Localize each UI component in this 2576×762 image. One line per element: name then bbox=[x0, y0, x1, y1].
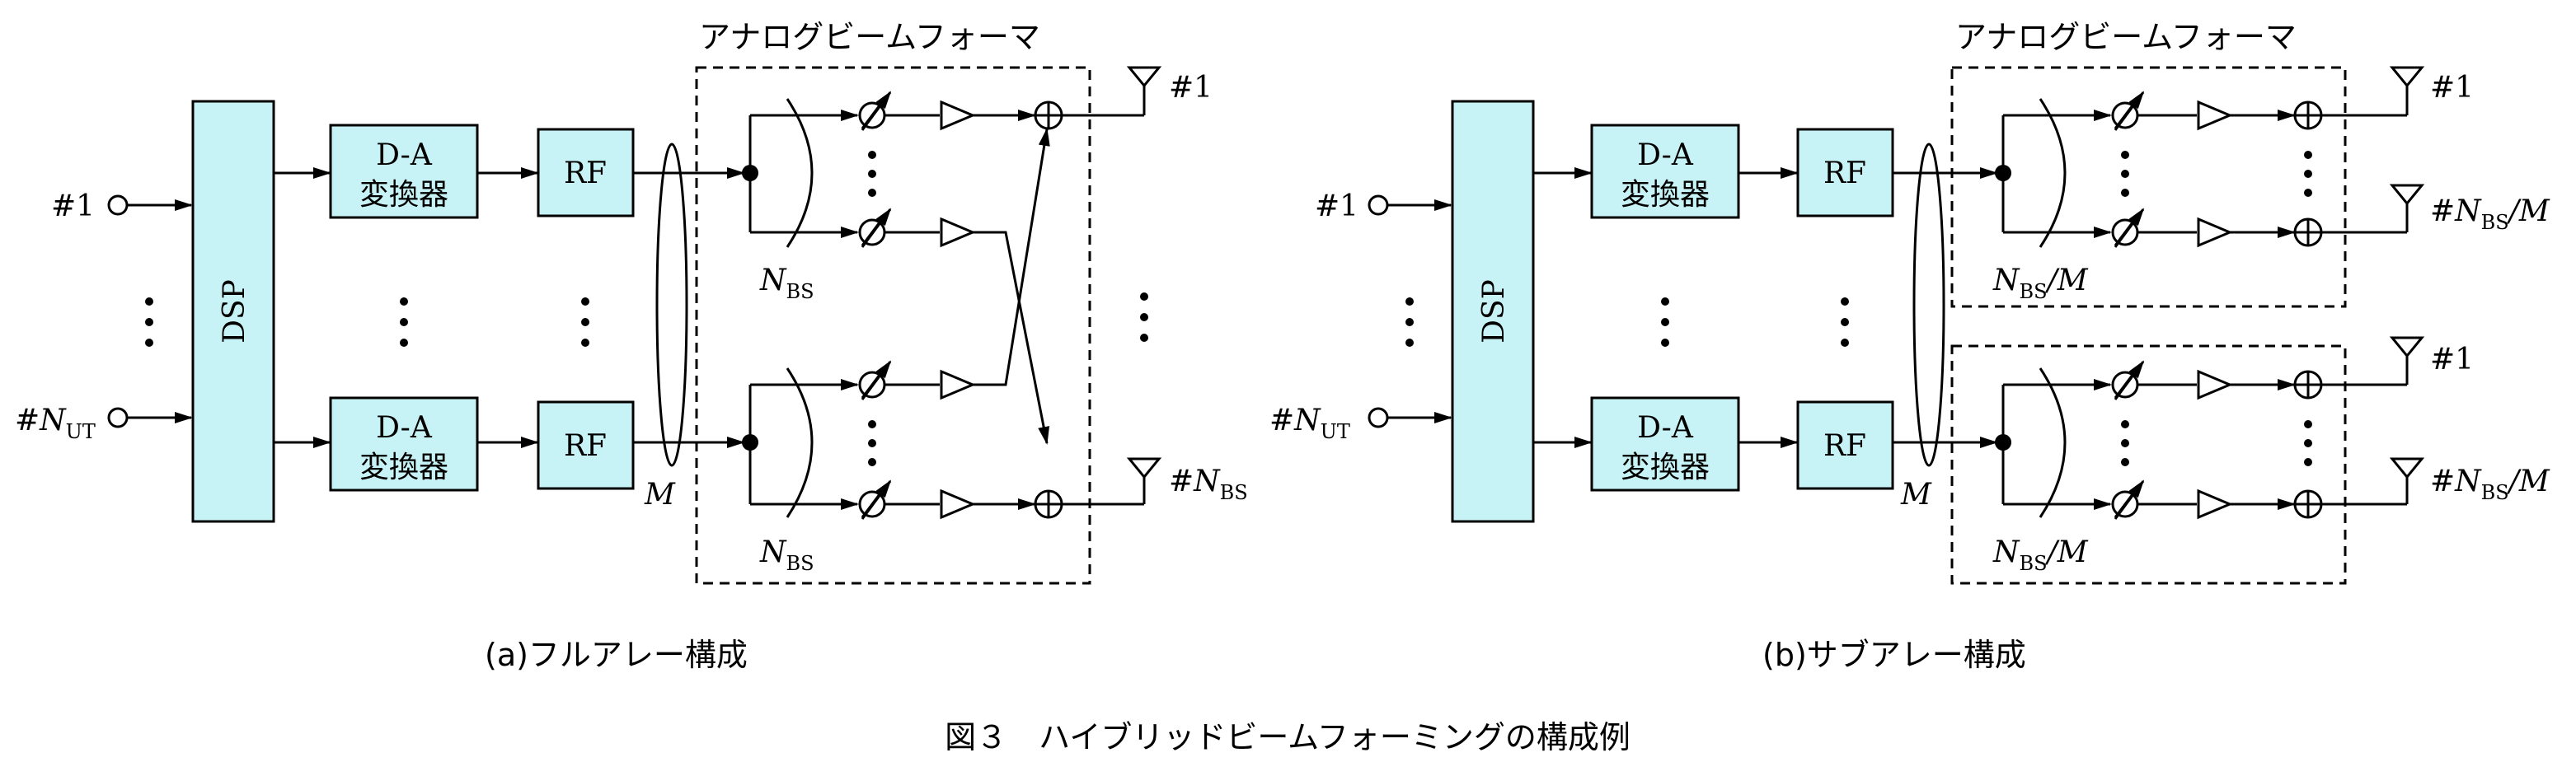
svg-text:#NBS/M: #NBS/M bbox=[2430, 465, 2550, 504]
svg-text:変換器: 変換器 bbox=[359, 451, 448, 484]
panel-a-caption: (a)フルアレー構成 bbox=[485, 637, 748, 673]
rf-block-bottom-b: RF bbox=[1796, 400, 1894, 490]
svg-text:#1: #1 bbox=[1315, 189, 1358, 223]
svg-text:#NBS/M: #NBS/M bbox=[2430, 194, 2550, 234]
panel-b-caption: (b)サブアレー構成 bbox=[1762, 637, 2026, 673]
input-label-first: #1 bbox=[51, 189, 95, 223]
phase-shifter-group-bottom: NBS bbox=[742, 128, 1050, 575]
m-bundle-ellipse bbox=[655, 143, 688, 467]
svg-text:#1: #1 bbox=[1169, 71, 1213, 105]
svg-text:NBS/M: NBS/M bbox=[1992, 264, 2089, 303]
svg-text:RF: RF bbox=[1823, 157, 1866, 190]
svg-text:D-A: D-A bbox=[376, 138, 433, 172]
dac-block-bottom-b: D-A 変換器 bbox=[1590, 396, 1740, 492]
analog-beamformer-box bbox=[695, 66, 1091, 585]
phase-shifter-group-bottom-b: NBS/M bbox=[1992, 360, 2323, 575]
figure-caption: 図３ ハイブリッドビームフォーミングの構成例 bbox=[945, 719, 1631, 755]
svg-text:NBS: NBS bbox=[759, 264, 814, 303]
sub-beamformer-box-top bbox=[1950, 66, 2347, 308]
dac-ellipsis-b bbox=[1661, 297, 1669, 347]
panel-a-full-array: #1 #NUT DSP D-A 変換器 bbox=[15, 19, 1248, 673]
svg-text:#1: #1 bbox=[2430, 71, 2474, 105]
rf-block-bottom: RF bbox=[537, 400, 635, 490]
dac-ellipsis bbox=[400, 297, 408, 347]
rf-ellipsis-b bbox=[1841, 297, 1849, 347]
svg-text:アナログビームフォーマ: アナログビームフォーマ bbox=[1955, 19, 2297, 55]
svg-text:DSP: DSP bbox=[1477, 279, 1511, 344]
dsp-block: DSP bbox=[191, 100, 275, 523]
combiner-antenna-top: #1 bbox=[1034, 66, 1213, 130]
input-port-last: #NUT bbox=[15, 404, 193, 443]
svg-text:RF: RF bbox=[1823, 429, 1866, 463]
phase-shifter-group-top-b: NBS/M bbox=[1992, 91, 2323, 303]
m-label: M bbox=[644, 478, 676, 512]
svg-text:#NUT: #NUT bbox=[1269, 404, 1350, 443]
svg-text:変換器: 変換器 bbox=[1621, 178, 1710, 212]
dac-block-top-b: D-A 変換器 bbox=[1590, 124, 1740, 219]
rf-ellipsis bbox=[581, 297, 589, 347]
input-ellipsis-b bbox=[1405, 297, 1414, 347]
antennas-top-b: #1 #NBS/M bbox=[2321, 66, 2550, 234]
input-port-first: #1 bbox=[51, 189, 193, 223]
rf-block-top-b: RF bbox=[1796, 128, 1894, 217]
dsp-block-b: DSP bbox=[1451, 100, 1535, 523]
svg-text:M: M bbox=[1900, 478, 1932, 512]
combiner-antenna-bottom: #NBS bbox=[1034, 457, 1248, 519]
sub-beamformer-box-bottom bbox=[1950, 344, 2347, 585]
phase-shifter-group-top: NBS bbox=[742, 91, 1050, 445]
svg-text:#NBS: #NBS bbox=[1169, 465, 1248, 504]
dac-block-bottom: D-A 変換器 bbox=[329, 396, 479, 492]
svg-text:D-A: D-A bbox=[1637, 138, 1694, 172]
svg-text:#NUT: #NUT bbox=[15, 404, 96, 443]
analog-beamformer-title: アナログビームフォーマ bbox=[699, 19, 1040, 55]
svg-text:RF: RF bbox=[564, 157, 607, 190]
svg-text:#1: #1 bbox=[2430, 343, 2474, 376]
rf-block-top: RF bbox=[537, 128, 635, 217]
svg-text:変換器: 変換器 bbox=[359, 178, 448, 212]
input-port-last-b: #NUT bbox=[1269, 404, 1452, 443]
dsp-label: DSP bbox=[218, 279, 251, 344]
svg-text:RF: RF bbox=[564, 429, 607, 463]
svg-text:変換器: 変換器 bbox=[1621, 451, 1710, 484]
svg-text:D-A: D-A bbox=[376, 411, 433, 445]
antenna-ellipsis bbox=[1140, 292, 1148, 342]
dac-block-top: D-A 変換器 bbox=[329, 124, 479, 219]
svg-text:D-A: D-A bbox=[1637, 411, 1694, 445]
svg-text:NBS/M: NBS/M bbox=[1992, 535, 2089, 575]
input-port-first-b: #1 bbox=[1315, 189, 1452, 223]
antennas-bottom-b: #1 #NBS/M bbox=[2321, 336, 2550, 506]
svg-text:NBS: NBS bbox=[759, 535, 814, 575]
input-ellipsis bbox=[145, 297, 153, 347]
panel-b-sub-array: #1 #NUT DSP D-A 変換器 D-A 変換器 bbox=[1269, 19, 2550, 673]
